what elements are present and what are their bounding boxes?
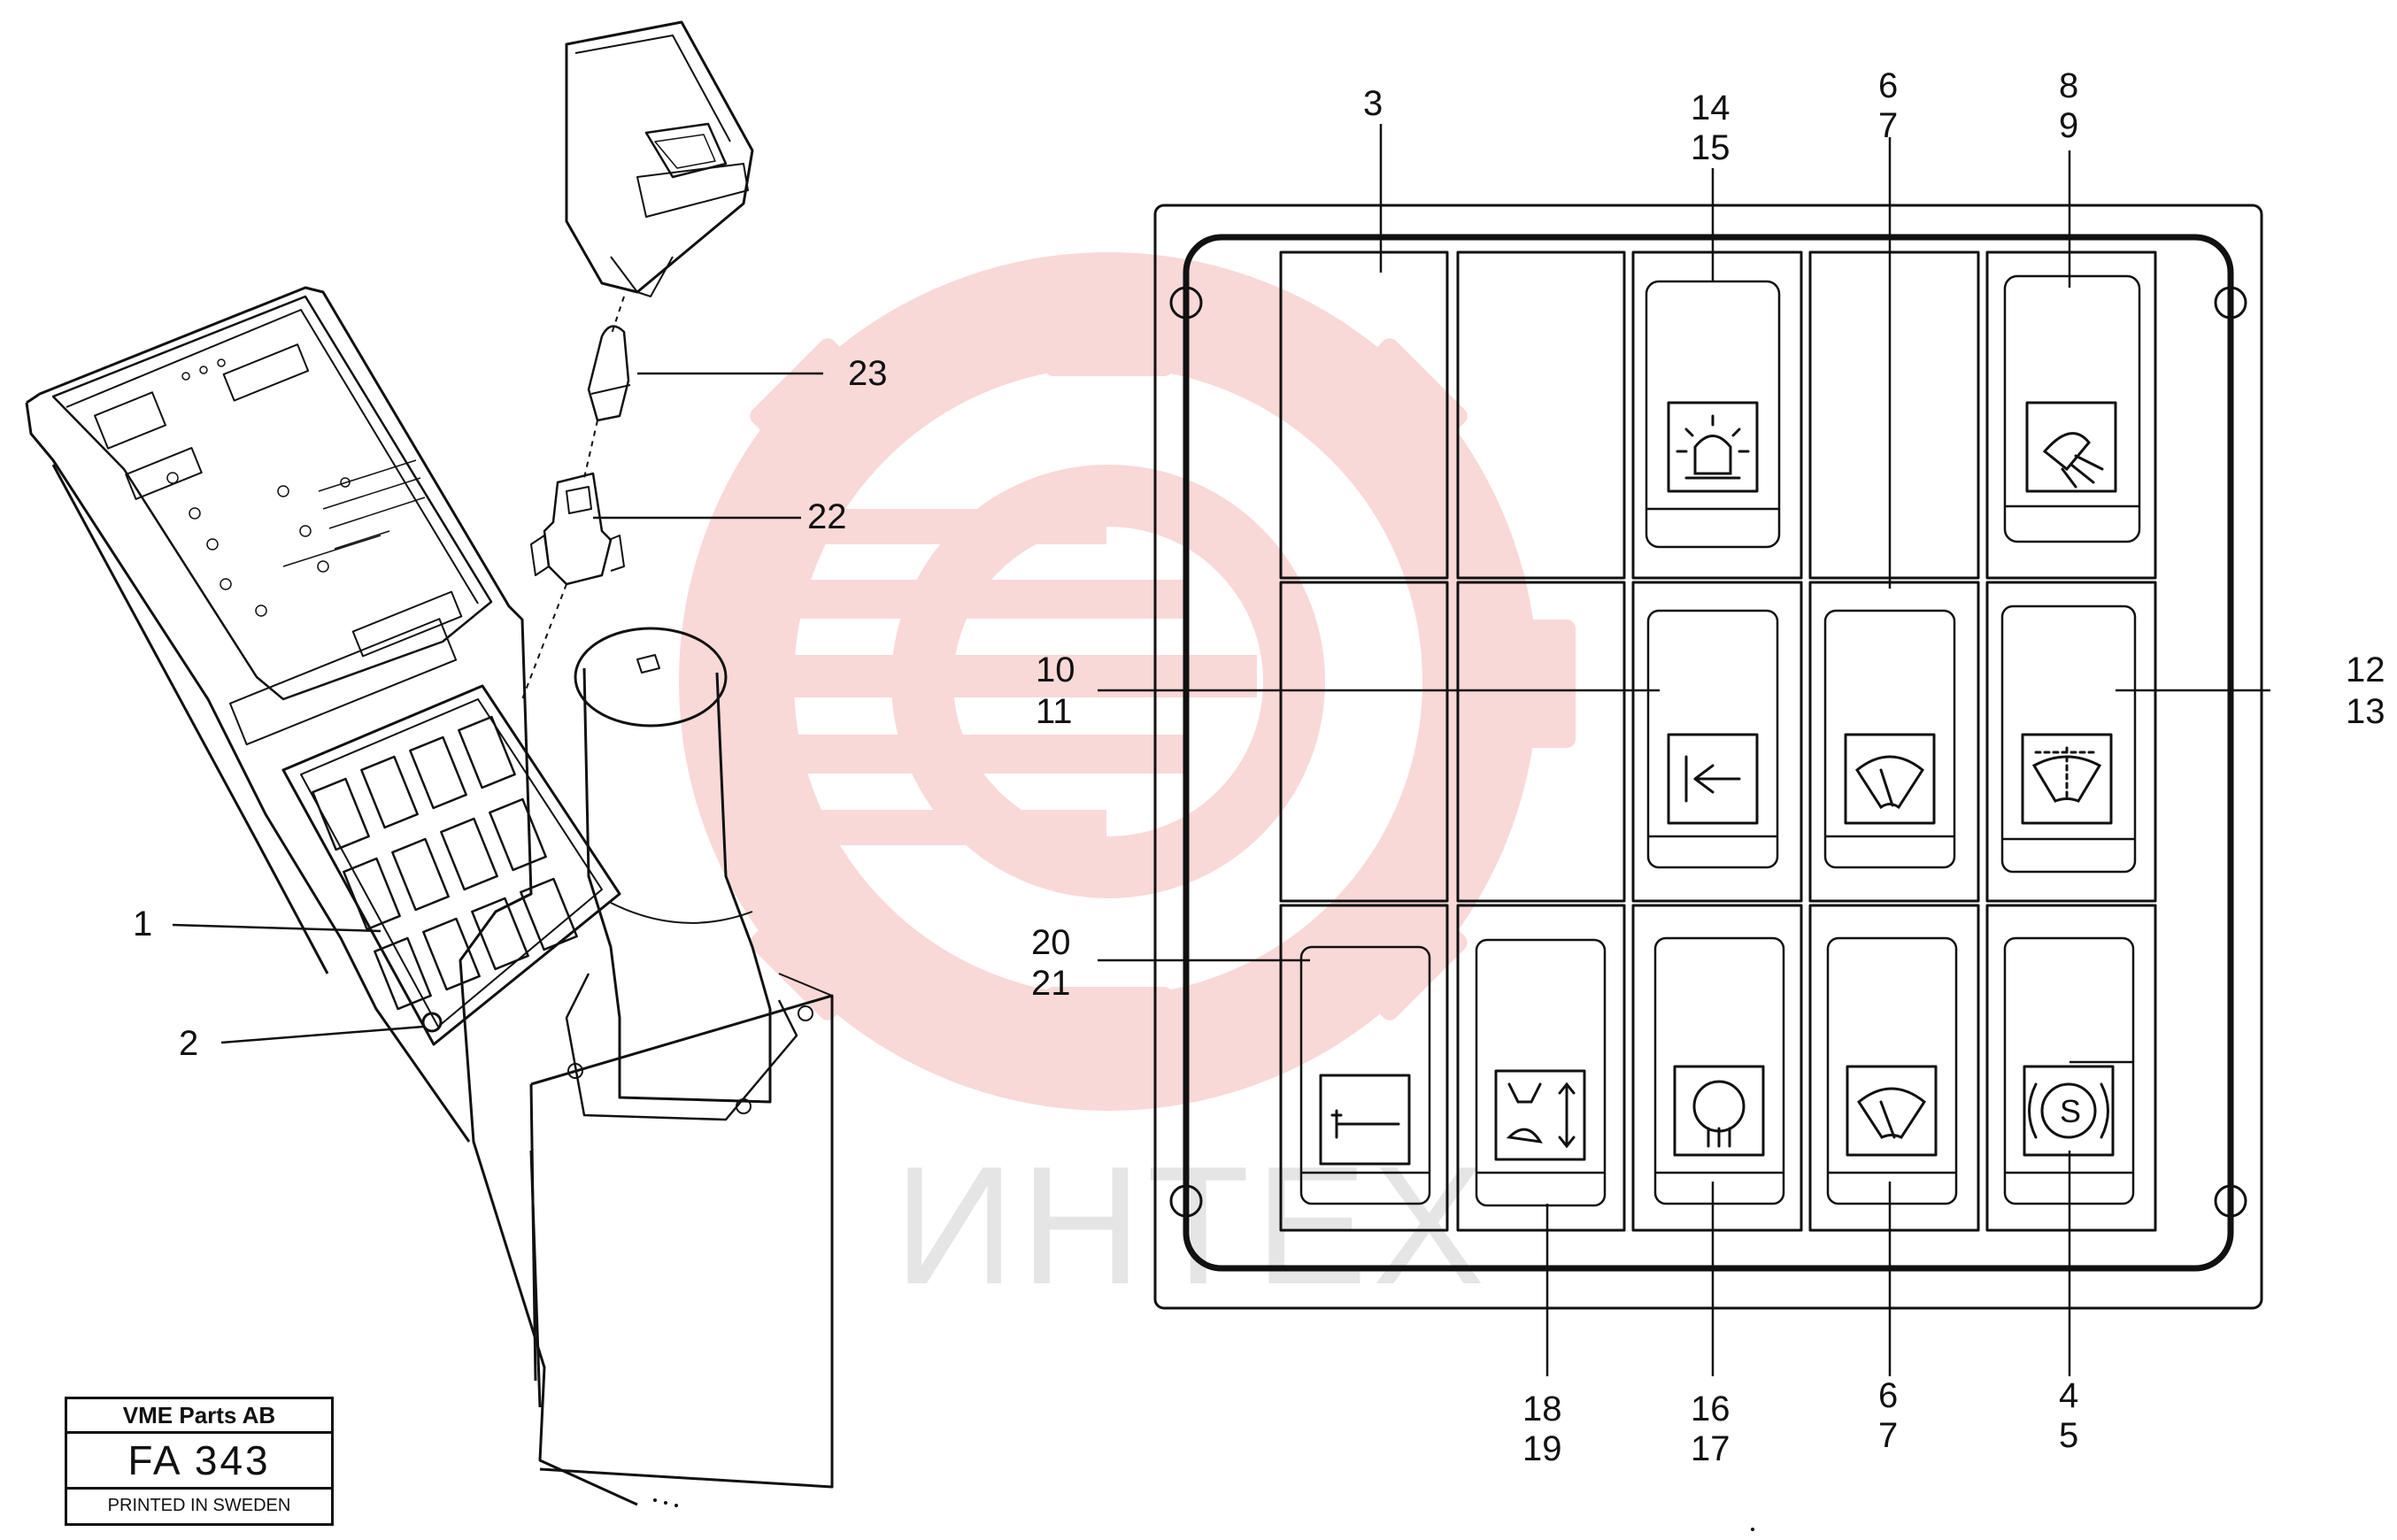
heated-mirror-icon — [1692, 1080, 1746, 1148]
callout-14: 14 — [1691, 89, 1730, 127]
callout-16: 16 — [1691, 1390, 1730, 1428]
callout-4: 4 — [2059, 1376, 2078, 1415]
watermark-gear-icon — [679, 252, 1576, 1111]
callout-13: 13 — [2346, 692, 2385, 731]
callout-20: 20 — [1031, 923, 1071, 962]
callout-19: 19 — [1522, 1429, 1562, 1468]
stamp-company: VME Parts AB — [67, 1399, 331, 1434]
leader-lines-right — [1098, 124, 2270, 1376]
callout-22: 22 — [807, 497, 847, 536]
hammer-icon — [1330, 1109, 1400, 1139]
callout-7-top: 7 — [1878, 106, 1898, 145]
stamp-note: PRINTED IN SWEDEN — [107, 1496, 291, 1515]
callout-21: 21 — [1031, 964, 1071, 1003]
callout-3: 3 — [1363, 84, 1383, 123]
callout-8: 8 — [2059, 66, 2078, 105]
leader-lines-left — [172, 372, 823, 1044]
callout-2: 2 — [179, 1024, 198, 1063]
stray-marks — [653, 1498, 1754, 1531]
callout-5: 5 — [2059, 1416, 2078, 1455]
parking-brake-icon: S — [2028, 1082, 2109, 1139]
switch-panel-drawing — [1153, 204, 2263, 1310]
svg-text:S: S — [2060, 1093, 2081, 1129]
rear-wiper-icon — [2031, 746, 2102, 803]
arrow-left-bar-icon — [1684, 755, 1741, 803]
callout-10: 10 — [1036, 651, 1075, 689]
callout-6-top: 6 — [1878, 66, 1898, 105]
callout-7-bottom: 7 — [1878, 1416, 1898, 1455]
stamp-code: FA 343 — [67, 1434, 331, 1490]
callout-1: 1 — [133, 905, 152, 943]
title-stamp: VME Parts AB FA 343 PRINTED IN SWEDEN — [65, 1397, 334, 1526]
callout-15: 15 — [1691, 128, 1730, 167]
wiper-icon — [1855, 755, 1924, 810]
callout-11: 11 — [1036, 692, 1073, 731]
callout-6-bottom: 6 — [1878, 1376, 1898, 1415]
callout-labels: 1 2 3 14 15 6 7 8 9 23 22 10 11 12 13 20… — [133, 66, 2385, 1468]
work-light-icon — [2042, 432, 2104, 489]
watermark-text: ИНТЕХ — [894, 1132, 1490, 1320]
callout-18: 18 — [1522, 1390, 1562, 1428]
callout-23: 23 — [848, 354, 888, 393]
control-console-drawing — [25, 20, 834, 1506]
wiper-washer-icon — [1857, 1087, 1926, 1139]
callout-17: 17 — [1691, 1429, 1730, 1468]
callout-9: 9 — [2059, 106, 2078, 145]
callout-12: 12 — [2346, 651, 2385, 689]
beacon-light-icon — [1676, 414, 1750, 480]
bucket-float-icon — [1506, 1082, 1576, 1149]
